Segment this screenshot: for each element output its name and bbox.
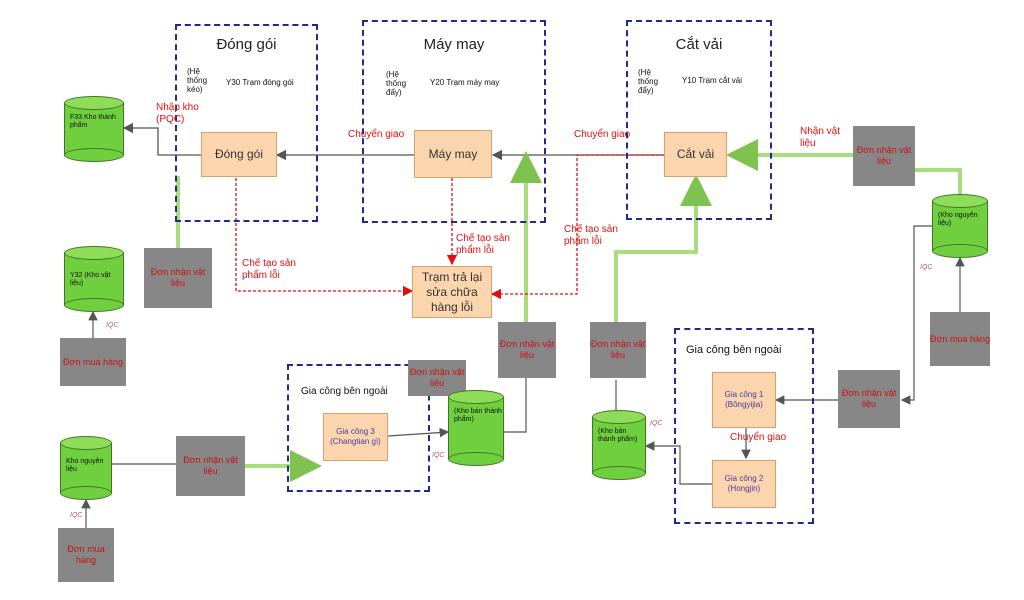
flow-semi-to-receive-mid [504, 378, 527, 433]
defect-pack [235, 178, 414, 297]
label-transfer-outsource: Chuyển giao [730, 432, 787, 443]
warehouse-f33[interactable]: F33 Kho thành phẩm [64, 96, 124, 162]
order-receive-outsource[interactable]: Đơn nhận vật liệu [838, 370, 900, 428]
order-purchase-raw[interactable]: Đơn mua hàng [930, 312, 990, 366]
process-sew[interactable]: Máy may [414, 130, 492, 178]
outsource-left-title: Gia công bên ngoài [301, 386, 388, 397]
order-receive-outsource-3[interactable]: Đơn nhận vật liệu [408, 360, 466, 396]
order-receive-semi[interactable]: Đơn nhận vật liệu [590, 322, 646, 378]
station-sew-system: (Hệ thống đẩy) [386, 70, 407, 97]
defect-cut [490, 154, 664, 300]
label-transfer-2: Chuyển giao [574, 129, 631, 140]
warehouse-y32-label: Y32 (Kho vật liệu) [70, 272, 111, 288]
repair-station[interactable]: Trạm trả lại sửa chữa hàng lỗi [412, 266, 492, 318]
outsource-right-title: Gia công bên ngoài [686, 344, 782, 356]
station-cut-frame: Cắt vải [626, 20, 772, 220]
outsource-left-frame: Gia công bên ngoài [287, 364, 430, 492]
warehouse-semi-right-label: (Kho bán thành phẩm) [598, 428, 638, 444]
warehouse-raw-left-label: Kho nguyên liệu [66, 458, 104, 474]
warehouse-y32[interactable]: Y32 (Kho vật liệu) [64, 246, 124, 312]
label-defect-cut: Chế tạo sản phẩm lỗi [564, 224, 618, 247]
station-sew-id: Y20 Trạm máy may [430, 78, 500, 87]
process-pack[interactable]: Đóng gói [201, 132, 277, 177]
flow-p3-to-semi [387, 427, 450, 438]
station-pack-title: Đóng gói [216, 36, 277, 53]
order-receive-sew[interactable]: Đơn nhận vật liệu [498, 322, 556, 378]
iqc-y32: IQC [106, 322, 119, 329]
outsource-right-frame: Gia công bên ngoài [674, 328, 814, 524]
station-sew-frame: Máy may [362, 20, 546, 223]
iqc-semi-mid: IQC [432, 452, 445, 459]
iqc-semi-right: IQC [650, 420, 663, 427]
label-defect-pack: Chế tạo sản phẩm lỗi [242, 258, 296, 281]
warehouse-f33-label: F33 Kho thành phẩm [70, 114, 116, 130]
station-cut-id: Y10 Trạm cắt vải [682, 76, 743, 85]
flow-raw-to-receive-out [900, 225, 936, 405]
warehouse-raw-right[interactable]: (Kho nguyên liệu) [932, 194, 988, 258]
station-sew-title: Máy may [423, 36, 485, 53]
flow-semi-to-cut [614, 174, 712, 322]
process-outsource-3[interactable]: Gia công 3 (Changtian gì) [323, 413, 388, 461]
warehouse-raw-left[interactable]: Kho nguyên liệu [60, 436, 112, 500]
flow-p2-to-semi [644, 441, 712, 485]
station-cut-system: (Hệ thống đẩy) [638, 68, 659, 95]
process-outsource-2[interactable]: Gia công 2 (Hongjin) [712, 460, 776, 508]
station-pack-id: Y30 Trạm đóng gói [226, 78, 294, 87]
label-receive-material: Nhận vật liệu [800, 126, 841, 149]
order-purchase-y32[interactable]: Đơn mua hàng [60, 338, 126, 386]
iqc-raw-right: IQC [920, 264, 933, 271]
label-inbound: Nhập kho (PQC) [156, 102, 199, 125]
process-cut[interactable]: Cắt vải [664, 132, 727, 177]
warehouse-semi-mid[interactable]: (Kho bán thành phẩm) [448, 390, 504, 466]
station-pack-frame: Đóng gói [175, 24, 318, 222]
order-receive-y32[interactable]: Đơn nhận vật liệu [144, 248, 212, 308]
label-defect-sew: Chế tạo sản phẩm lỗi [456, 233, 510, 256]
order-receive-raw[interactable]: Đơn nhận vật liệu [176, 436, 245, 496]
flow-pack-to-f33 [122, 122, 201, 156]
station-cut-title: Cắt vải [675, 36, 723, 53]
order-receive-cut[interactable]: Đơn nhận vật liệu [853, 126, 915, 186]
warehouse-raw-right-label: (Kho nguyên liệu) [938, 212, 978, 228]
flow-raw-to-receive [915, 168, 962, 196]
warehouse-semi-right[interactable]: (Kho bán thành phẩm) [592, 410, 646, 480]
iqc-raw-left: IQC [70, 512, 83, 519]
warehouse-semi-mid-label: (Kho bán thành phẩm) [454, 408, 502, 424]
label-transfer-1: Chuyển giao [348, 129, 405, 140]
order-purchase-left[interactable]: Đơn mua hàng [58, 528, 114, 582]
process-outsource-1[interactable]: Gia công 1 (Bôngyijia) [712, 372, 776, 428]
station-pack-system: (Hệ thống kéo) [187, 67, 208, 94]
